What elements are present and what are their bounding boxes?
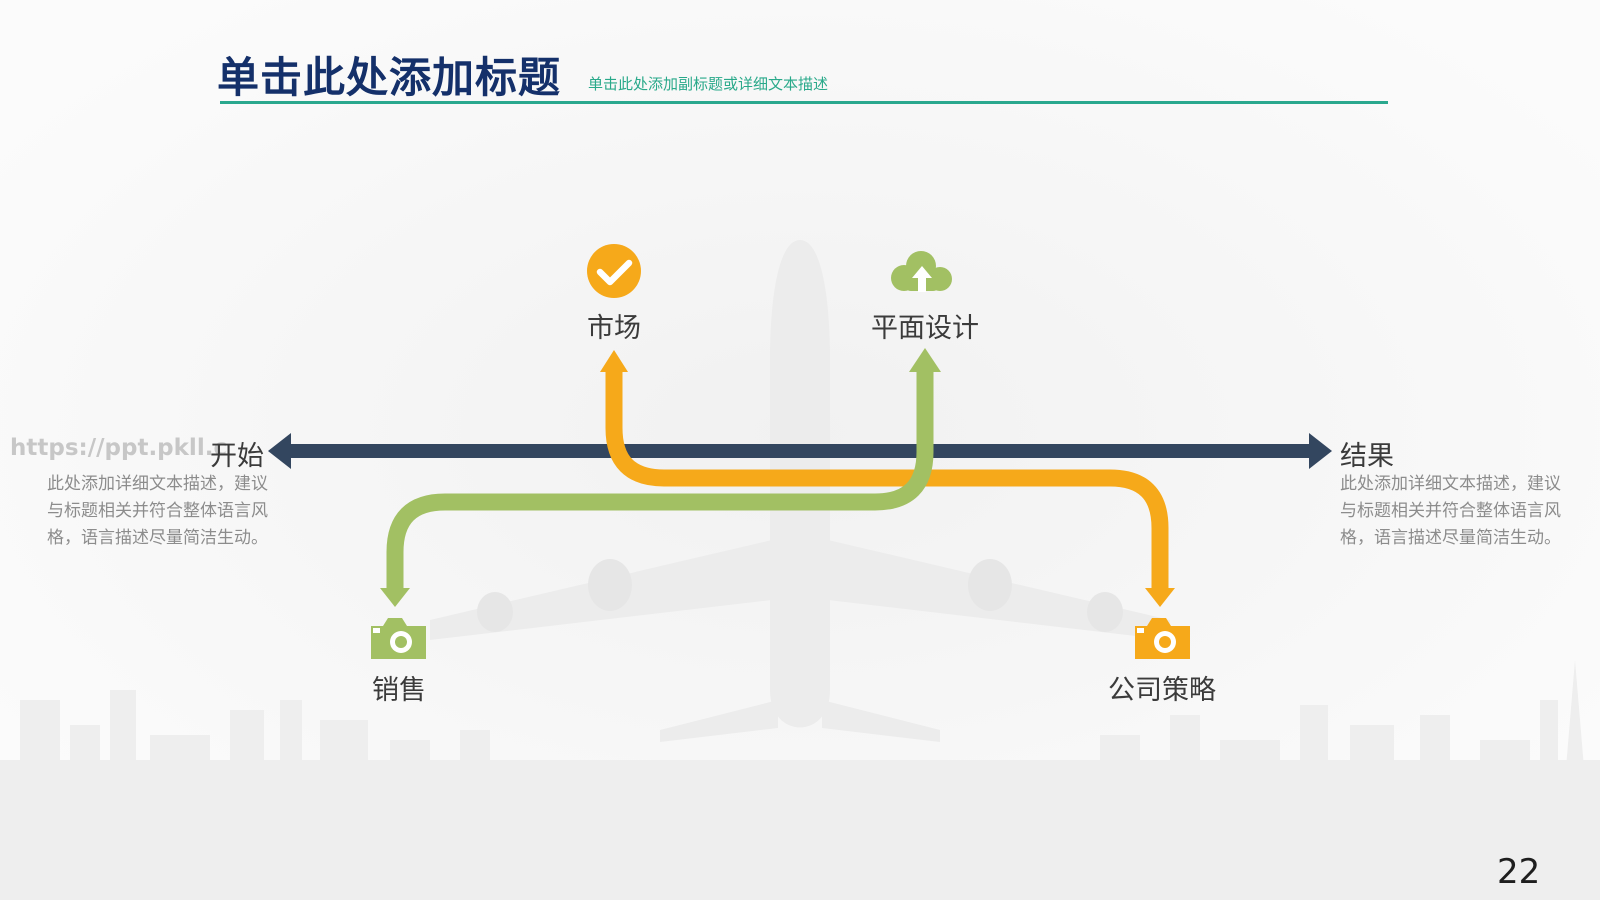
timeline-end-label: 结果 [1340,434,1394,473]
green-arrow-up [909,348,941,372]
camera-icon [1135,618,1190,659]
orange-arrow-up [600,350,628,372]
orange-route [600,350,1175,607]
camera-icon [371,618,426,659]
node-label-graphic-design: 平面设计 [871,306,979,345]
timeline-end-description: 此处添加详细文本描述，建议与标题相关并符合整体语言风格，语言描述尽量简洁生动。 [1340,471,1562,552]
node-label-company-strategy: 公司策略 [1108,668,1216,707]
timeline-start-description: 此处添加详细文本描述，建议与标题相关并符合整体语言风格，语言描述尽量简洁生动。 [46,471,268,552]
node-label-sales: 销售 [372,668,426,707]
axis-arrow-left [268,433,291,469]
orange-arrow-down [1145,588,1175,607]
cloud-upload-icon [891,251,952,292]
page-number: 22 [1497,852,1540,892]
timeline-axis [268,433,1332,469]
axis-arrow-right [1309,433,1332,469]
green-arrow-down [380,588,410,607]
node-label-market: 市场 [587,306,641,345]
check-circle-icon [587,244,641,298]
timeline-start-label: 开始 [210,434,264,473]
